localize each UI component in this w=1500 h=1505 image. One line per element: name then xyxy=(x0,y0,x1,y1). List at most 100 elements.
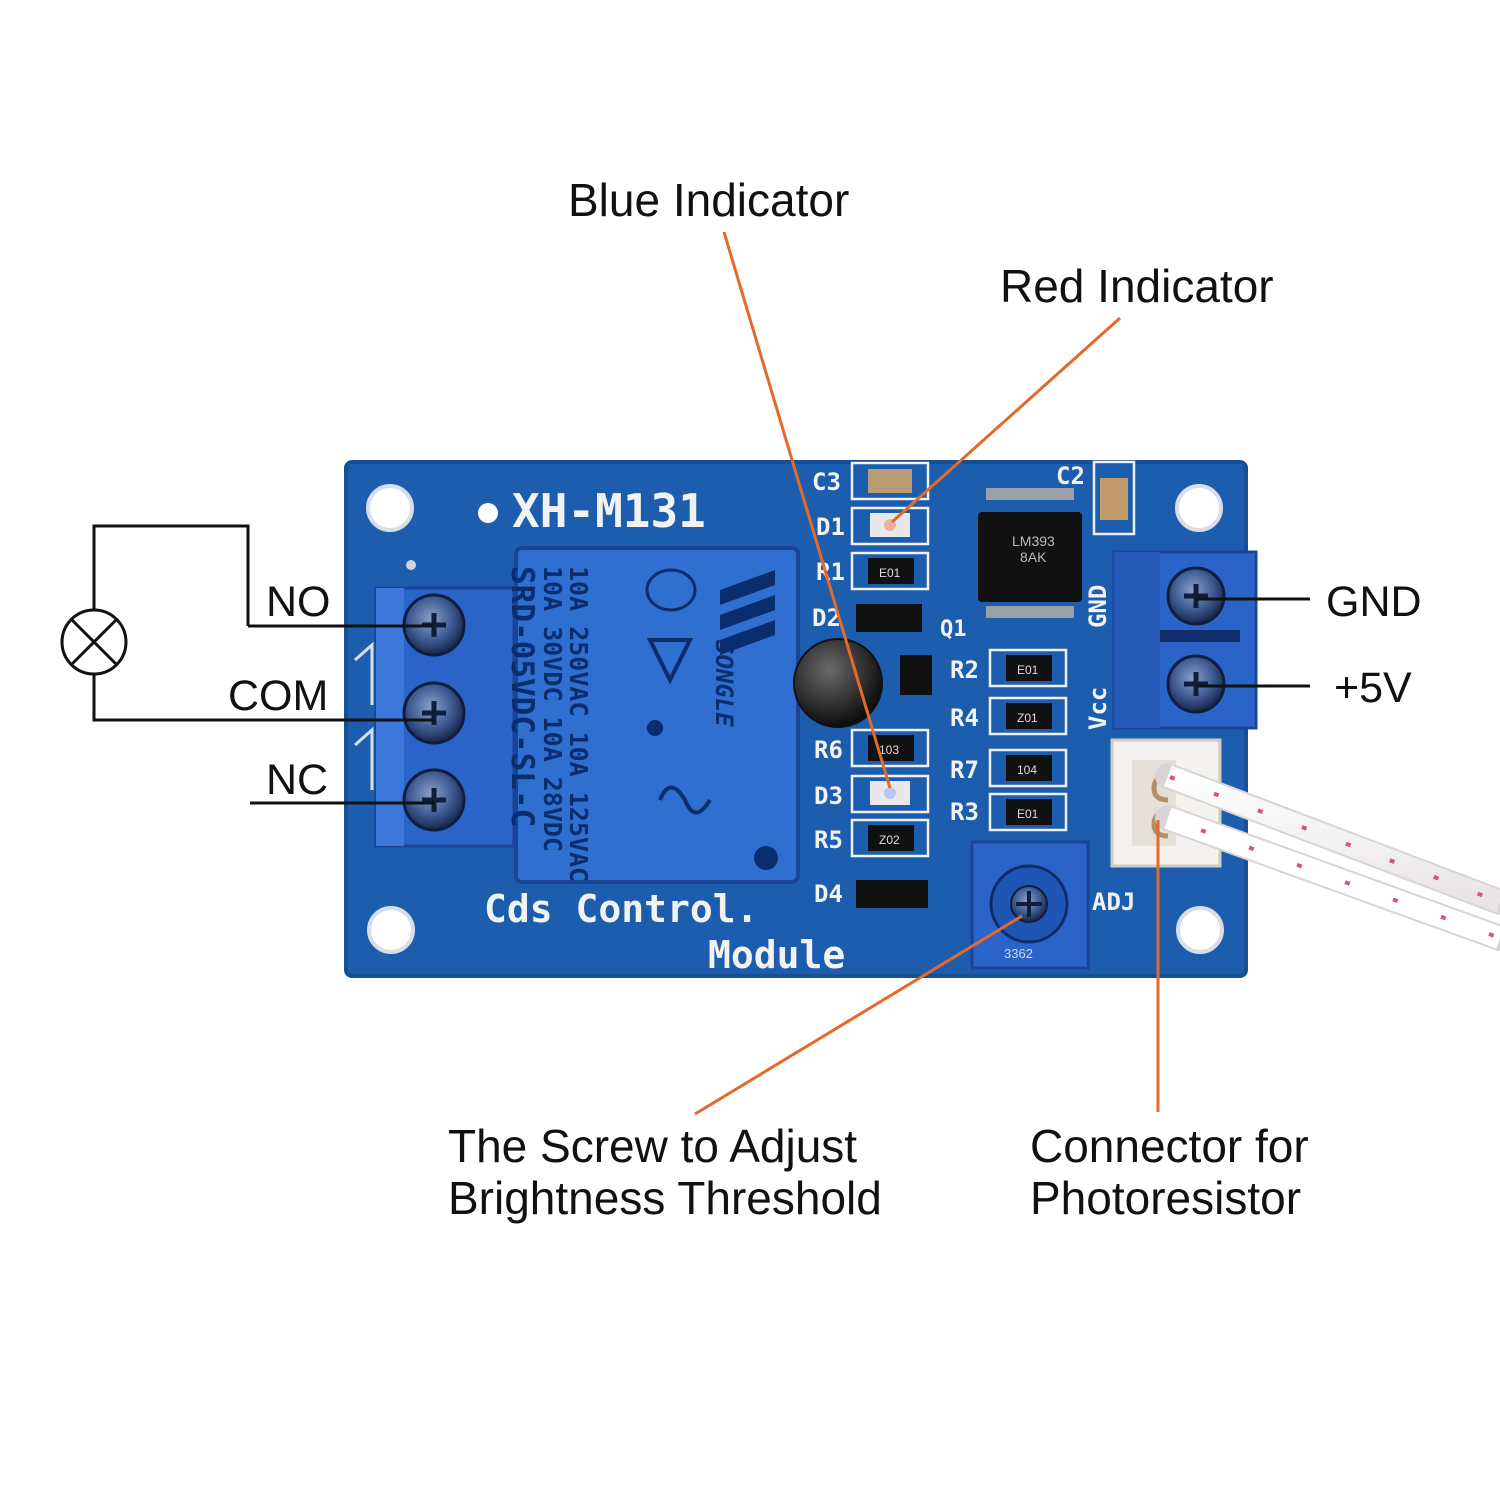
lamp-wire-com xyxy=(92,673,434,722)
outline-d1 xyxy=(850,506,930,546)
resistor-r2-code: E01 xyxy=(1017,663,1039,677)
silk-d4: D4 xyxy=(814,880,843,908)
leader-red-indicator xyxy=(890,316,1122,524)
resistor-r5 xyxy=(868,825,914,851)
callout-blue-indicator: Blue Indicator xyxy=(568,174,849,226)
silk-r4: R4 xyxy=(950,704,979,732)
silk-r5: R5 xyxy=(814,826,843,854)
screw-slot-5v xyxy=(1184,672,1208,696)
relay-brand-group: SONGLE xyxy=(710,640,738,727)
silk-r7: R7 xyxy=(950,756,979,784)
silk-c2: C2 xyxy=(1056,462,1085,490)
silk-vcc: Vcc xyxy=(1084,687,1112,730)
outline-r1 xyxy=(850,551,930,591)
board-model-label: XH-M131 xyxy=(512,484,706,538)
ic-lm393: LM393 8AK xyxy=(978,488,1082,618)
mount-hole-bl xyxy=(367,906,415,954)
resistor-r3-code: E01 xyxy=(1017,807,1039,821)
relay-component: 10A 250VAC 10A 125VAC 10A 30VDC 10A 28VD… xyxy=(504,546,800,884)
screw-slot-gnd xyxy=(1184,584,1208,608)
electrolytic-capacitor xyxy=(793,638,883,728)
pcb-board: XH-M131 Cds Control. Module 10A 250VAC 1… xyxy=(344,460,1258,978)
relay-dot xyxy=(647,720,663,736)
silk-r2: R2 xyxy=(950,656,979,684)
via-dot xyxy=(406,560,416,570)
resistor-r1-code: E01 xyxy=(879,566,901,580)
potentiometer: 3362 xyxy=(970,840,1090,970)
pot-screw-slot xyxy=(1016,891,1042,917)
fiducial-dot xyxy=(478,503,498,523)
silk-r1: R1 xyxy=(816,558,845,586)
silk-vcc-group: Vcc xyxy=(1084,687,1112,730)
outline-r3 xyxy=(988,792,1068,832)
callout-connector-line2: Photoresistor xyxy=(1030,1172,1301,1224)
transistor-q1 xyxy=(900,655,932,695)
silk-r6: R6 xyxy=(814,736,843,764)
resistor-r5-code: Z02 xyxy=(879,833,900,847)
ic-pins-top xyxy=(986,488,1074,500)
cable-wire-1 xyxy=(1164,765,1500,913)
resistor-r7 xyxy=(1006,755,1052,781)
callout-screw-line1: The Screw to Adjust xyxy=(448,1120,857,1172)
lamp-cross-icon xyxy=(70,618,118,666)
relay-dot-2 xyxy=(754,846,778,870)
terminal-outline-mark xyxy=(354,641,374,790)
leader-blue-indicator xyxy=(722,231,892,789)
ul-mark-icon xyxy=(658,785,712,815)
outline-c2 xyxy=(1092,460,1136,536)
relay-text-group: 10A 250VAC 10A 125VAC 10A 30VDC 10A 28VD… xyxy=(504,566,593,882)
resistor-r3 xyxy=(1006,799,1052,825)
lamp-wire-top xyxy=(92,524,250,626)
ic-mark-2: 8AK xyxy=(1020,549,1047,565)
silk-c3: C3 xyxy=(812,468,841,496)
label-nc: NC xyxy=(266,756,328,804)
capacitor-c3 xyxy=(868,469,912,493)
leader-lines xyxy=(694,231,1160,1116)
ic-mark-1: LM393 xyxy=(1012,533,1055,549)
relay-brand: SONGLE xyxy=(710,640,738,727)
cable-stripe-2 xyxy=(1169,817,1500,940)
resistor-r7-code: 104 xyxy=(1017,763,1037,777)
resistor-r4-code: Z01 xyxy=(1017,711,1038,725)
relay-rating-line1: 10A 250VAC 10A 125VAC xyxy=(564,566,593,882)
board-title-line2: Module xyxy=(708,933,845,977)
outline-r2 xyxy=(988,648,1068,688)
photoresistor-cable xyxy=(1155,763,1500,951)
silk-d3: D3 xyxy=(814,782,843,810)
ic-pins-bottom xyxy=(986,606,1074,618)
terminal-block-right xyxy=(1112,550,1258,730)
resistor-r4 xyxy=(1006,703,1052,729)
resistor-r6-code: 103 xyxy=(879,743,899,757)
outline-r5 xyxy=(850,818,930,858)
screw-slot-nc xyxy=(422,788,446,812)
diode-d2 xyxy=(856,604,922,632)
mount-hole-tr xyxy=(1175,484,1223,532)
outline-c3 xyxy=(850,461,930,501)
silk-gnd-group: GND xyxy=(1084,585,1112,628)
resistor-r2 xyxy=(1006,655,1052,681)
callout-screw-line2: Brightness Threshold xyxy=(448,1172,882,1224)
relay-part-number: SRD-05VDC-SL-C xyxy=(504,566,540,827)
terminal-right-divider xyxy=(1160,630,1240,642)
songle-logo-icon xyxy=(720,570,775,655)
board-title-line1: Cds Control. xyxy=(484,887,759,931)
label-5v: +5V xyxy=(1334,664,1412,712)
outline-r4 xyxy=(988,696,1068,736)
ic-body xyxy=(978,512,1082,602)
cqc-mark-icon xyxy=(645,568,697,612)
silk-gnd: GND xyxy=(1084,585,1112,628)
terminal-right-side xyxy=(1114,552,1160,728)
callout-connector-line1: Connector for xyxy=(1030,1120,1309,1172)
label-gnd: GND xyxy=(1326,578,1422,626)
lamp-circuit xyxy=(60,524,434,805)
smd-outlines xyxy=(850,460,1136,858)
diode-d4 xyxy=(856,880,928,908)
silk-r3: R3 xyxy=(950,798,979,826)
relay-body xyxy=(514,546,800,884)
warning-triangle-icon xyxy=(646,638,694,685)
outline-d3 xyxy=(850,774,930,814)
label-no: NO xyxy=(266,578,331,626)
capacitor-c2 xyxy=(1100,478,1128,520)
